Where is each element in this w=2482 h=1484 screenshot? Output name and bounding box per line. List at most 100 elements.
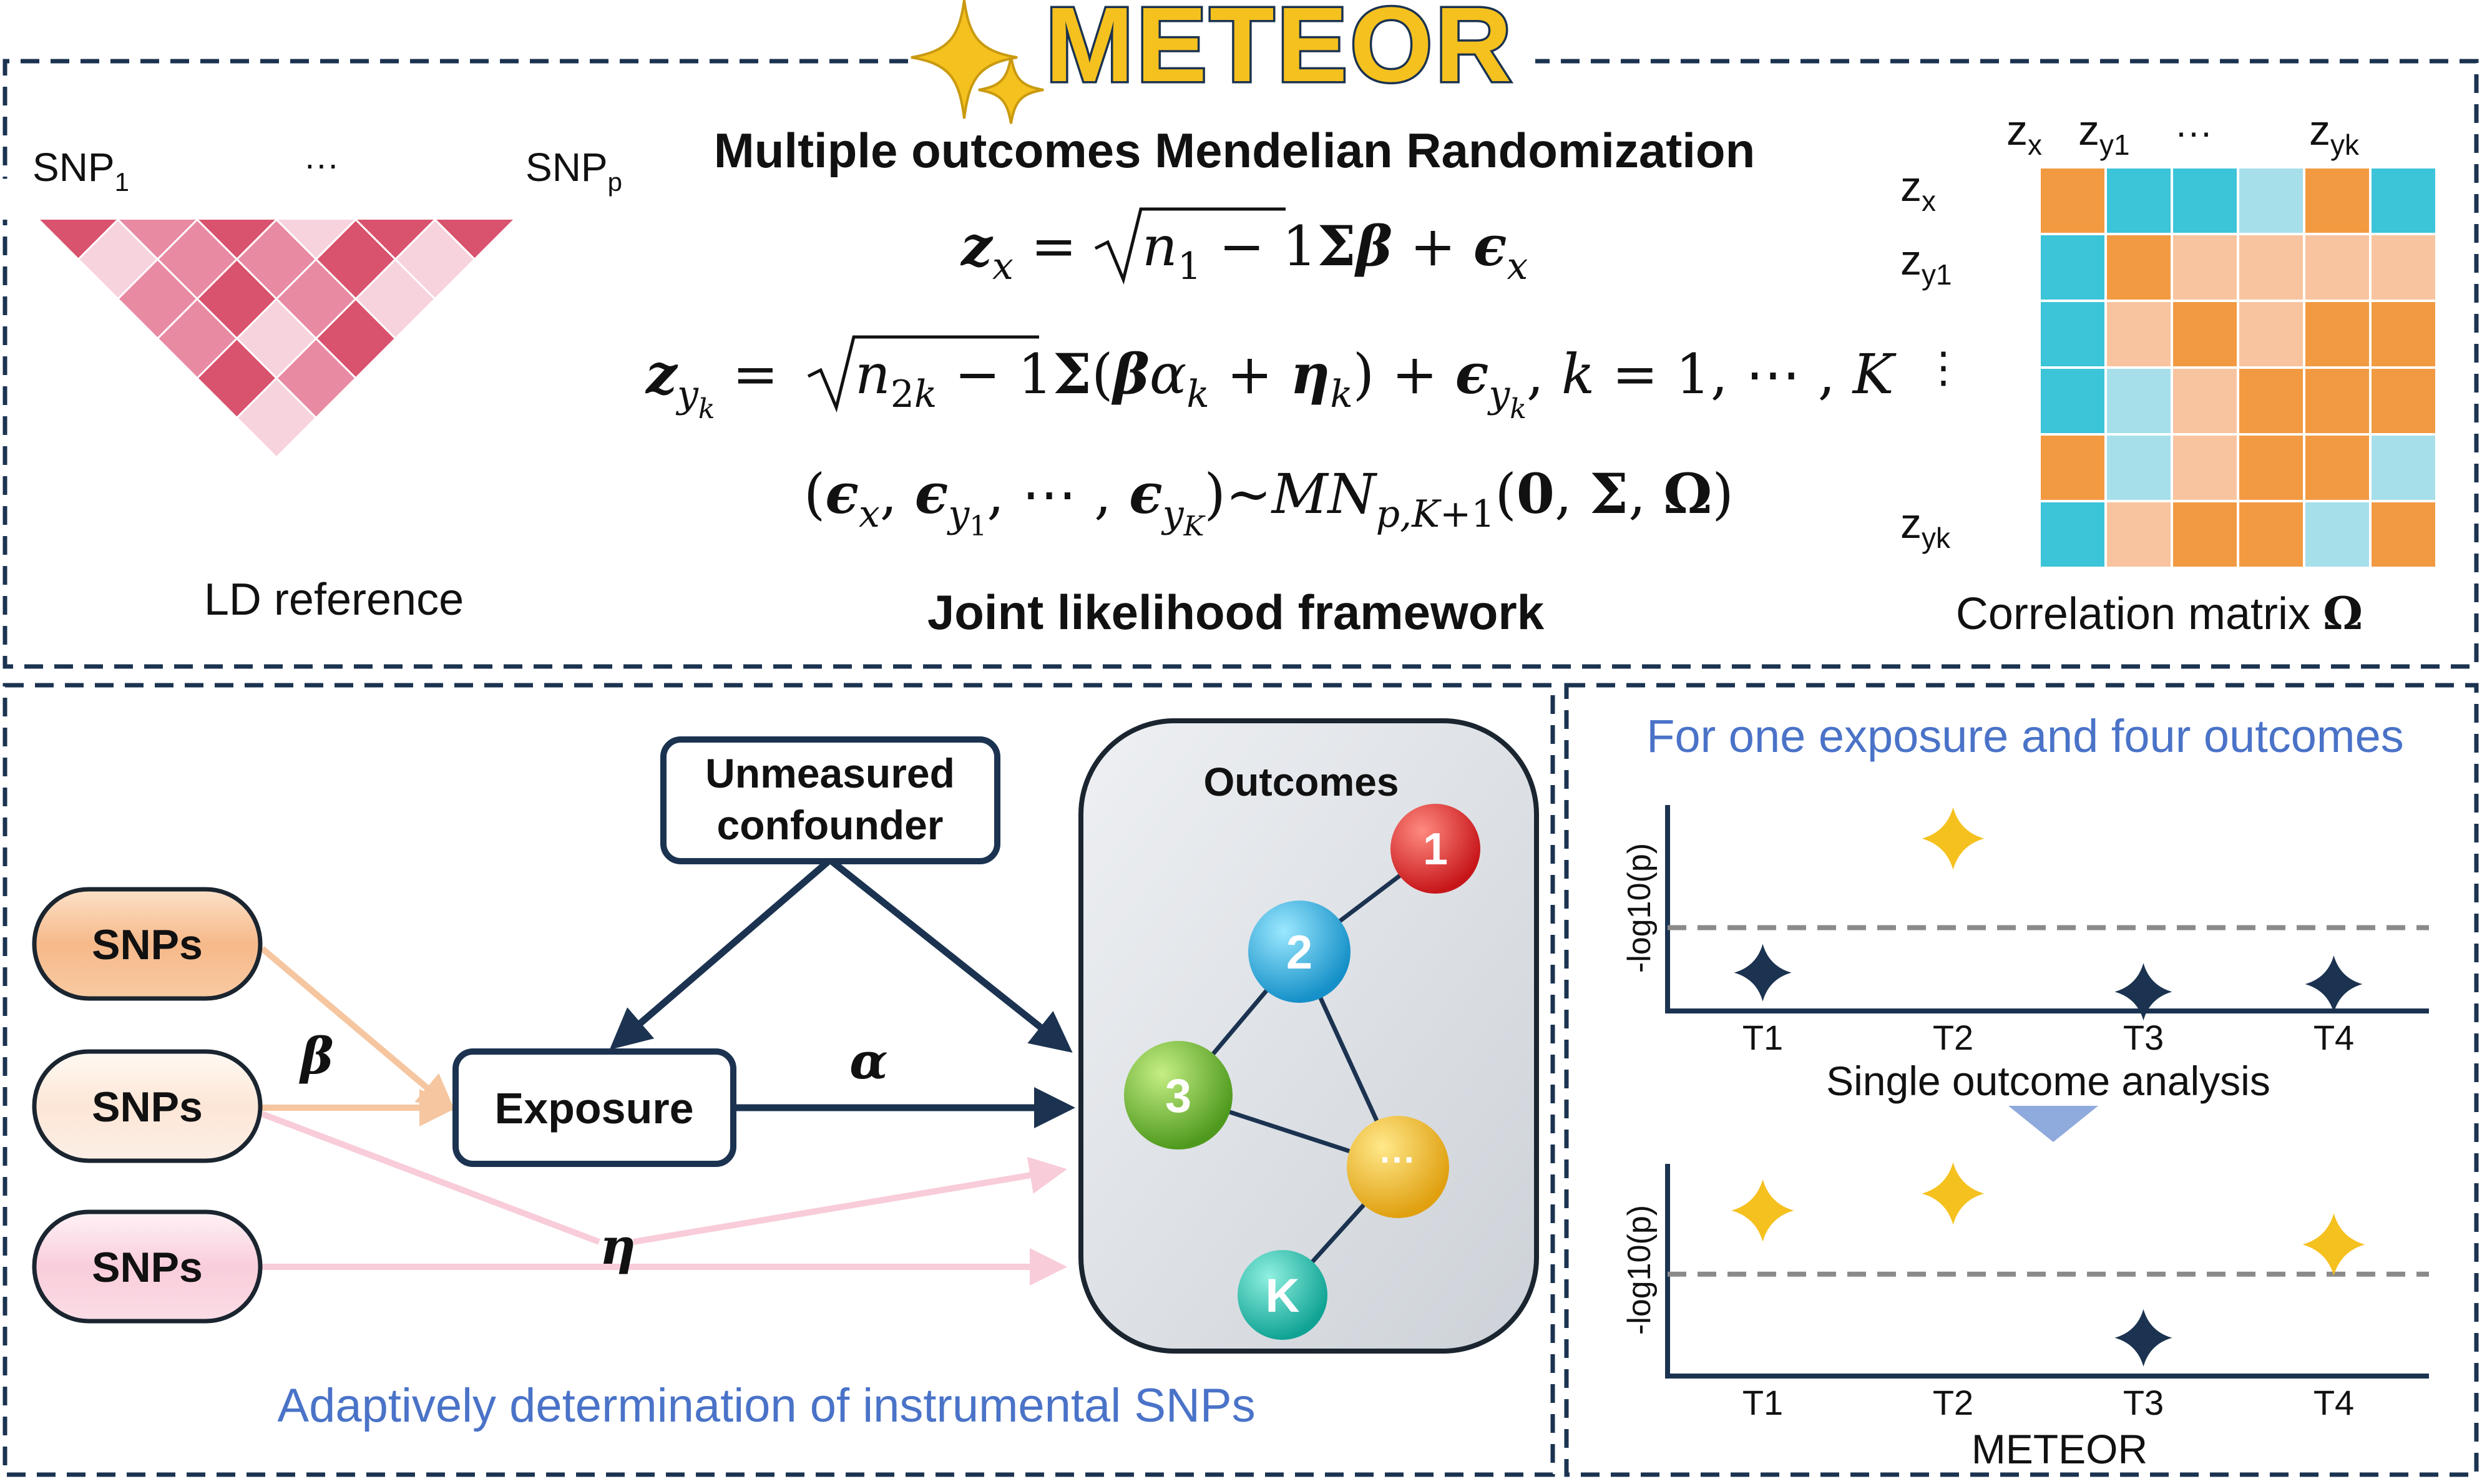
chart-x-tick-label: T3	[2123, 1018, 2164, 1057]
svg-text:(ϵx, ϵy1, ⋯ , ϵyK)∼MNp,K+1(0,: (ϵx, ϵy1, ⋯ , ϵyK)∼MNp,K+1(0, Σ, Ω)	[804, 461, 1734, 542]
correlation-cell	[2038, 366, 2107, 436]
top-panel-border	[2, 59, 2479, 669]
bottom-right-panel-border	[1564, 683, 2479, 1477]
svg-text:···: ···	[1380, 1140, 1416, 1180]
correlation-cell	[2104, 500, 2173, 569]
correlation-row-label: zy1	[1900, 237, 1952, 291]
significant-point-star	[1731, 1179, 1794, 1242]
snp-last-label: SNPp	[525, 145, 622, 197]
plots-title: For one exposure and four outcomes	[1646, 710, 2403, 762]
correlation-column-labels: zx zy1 ··· zyk	[2006, 107, 2360, 161]
correlation-cell	[2237, 233, 2305, 302]
correlation-cell	[2369, 366, 2438, 436]
equation-zy: zyk = n2k − 1Σ(βαk + ηk) + ϵyk, k = 1, ⋯…	[645, 335, 1897, 425]
svg-text:Exposure: Exposure	[495, 1084, 694, 1133]
nonsignificant-point-star	[2114, 1309, 2172, 1367]
chart-x-tick-label: T3	[2123, 1383, 2164, 1422]
correlation-cell	[2171, 233, 2239, 302]
svg-text:confounder: confounder	[717, 802, 944, 848]
transition-arrow-icon	[2008, 1106, 2098, 1142]
outcome-node-ellipsis: ···	[1347, 1116, 1449, 1218]
correlation-cell	[2369, 233, 2438, 302]
chart-x-tick-label: T4	[2313, 1383, 2354, 1422]
confounder-to-outcomes-arrow	[828, 857, 1073, 1053]
eta-arrow-2	[633, 1156, 1067, 1245]
correlation-cell	[2369, 300, 2438, 369]
chart-x-tick-label: T1	[1742, 1383, 1783, 1422]
exposure-box: Exposure	[452, 1048, 736, 1167]
snps-box-1: SNPs	[32, 887, 263, 1001]
outcomes-box: Outcomes 1 2 3 ···	[1078, 718, 1539, 1354]
single-outcome-caption: Single outcome analysis	[1826, 1058, 2270, 1104]
svg-text:SNPs: SNPs	[92, 1083, 203, 1131]
correlation-column-label: zy1	[2078, 107, 2130, 161]
beta-label: β	[298, 1027, 333, 1085]
svg-text:3: 3	[1165, 1070, 1191, 1123]
outcome-node-k: K	[1238, 1250, 1327, 1340]
correlation-cell	[2104, 366, 2173, 436]
chart-x-tick-label: T1	[1742, 1018, 1783, 1057]
correlation-cell	[2303, 233, 2372, 302]
svg-text:n1 − 1Σβ + ϵx: n1 − 1Σβ + ϵx	[1142, 213, 1528, 288]
outcome-node-1: 1	[1390, 804, 1480, 894]
equation-zx: zx = n1 − 1Σβ + ϵx	[960, 207, 1528, 288]
correlation-row-label: zyk	[1900, 500, 1951, 554]
correlation-cell	[2237, 366, 2305, 436]
alpha-label: α	[849, 1032, 888, 1090]
svg-text:zx =: zx =	[960, 213, 1077, 288]
chart-y-axis-label: -log10(p)	[1621, 843, 1658, 973]
correlation-row-label: zx	[1900, 163, 1936, 217]
correlation-cell	[2038, 300, 2107, 369]
model-section: Multiple outcomes Mendelian Randomizatio…	[645, 123, 1897, 640]
ld-reference-label: LD reference	[204, 575, 464, 625]
correlation-cell	[2038, 166, 2107, 235]
correlation-cell	[2237, 433, 2305, 502]
confounder-box: Unmeasured confounder	[660, 736, 1000, 864]
svg-text:Outcomes: Outcomes	[1204, 759, 1399, 804]
chart-axes	[1665, 1164, 2429, 1379]
correlation-row-labels: zx zy1 ⋮ zyk	[1900, 163, 1965, 554]
correlation-cell	[2038, 233, 2107, 302]
correlation-column-label: zx	[2006, 107, 2042, 161]
framework-label: Joint likelihood framework	[927, 585, 1545, 640]
correlation-cell	[2104, 233, 2173, 302]
correlation-caption: Correlation matrix Ω	[1956, 587, 2363, 640]
outcome-node-3: 3	[1124, 1041, 1233, 1150]
diagram-caption: Adaptively determination of instrumental…	[277, 1379, 1255, 1432]
svg-text:zyk =: zyk =	[645, 341, 778, 425]
correlation-cell	[2237, 166, 2305, 235]
correlation-cell	[2038, 433, 2107, 502]
correlation-heatmap	[2038, 166, 2438, 569]
svg-text:K: K	[1266, 1269, 1300, 1322]
correlation-matrix: zx zy1 ··· zyk zx zy1 ⋮ zyk Correlation matrix…	[1900, 107, 2438, 640]
correlation-cell	[2171, 366, 2239, 436]
significant-point-star	[1922, 1162, 1985, 1225]
correlation-column-label: zyk	[2309, 107, 2360, 161]
beta-arrow	[260, 946, 456, 1112]
svg-text:Unmeasured: Unmeasured	[705, 750, 955, 796]
correlation-cell	[2369, 166, 2438, 235]
correlation-row-label: ⋮	[1922, 344, 1965, 391]
chart-x-tick-label: T2	[1933, 1018, 1973, 1057]
snps-box-3: SNPs	[32, 1209, 263, 1324]
svg-text:1: 1	[1423, 824, 1448, 874]
chart-axes	[1665, 805, 2429, 1013]
correlation-cell	[2171, 433, 2239, 502]
correlation-cell	[2038, 500, 2107, 569]
correlation-cell	[2237, 300, 2305, 369]
meteor-caption: METEOR	[1971, 1426, 2147, 1472]
svg-text:n2k − 1Σ(βαk + ηk) + ϵyk, k =: n2k − 1Σ(βαk + ηk) + ϵyk, k = 1, ⋯ , K	[855, 341, 1897, 425]
figure-title: METEOR	[1045, 0, 1514, 104]
snps-box-2: SNPs	[32, 1049, 263, 1163]
model-title: Multiple outcomes Mendelian Randomizatio…	[714, 123, 1755, 178]
correlation-cell	[2303, 500, 2372, 569]
correlation-cell	[2303, 300, 2372, 369]
significant-point-star	[2302, 1213, 2365, 1276]
svg-text:SNPs: SNPs	[92, 1244, 203, 1291]
correlation-column-label: ···	[2175, 111, 2212, 153]
outcome-node-2: 2	[1248, 901, 1351, 1003]
ld-reference: SNP1 ··· SNPp LD reference	[0, 144, 624, 625]
equation-joint: (ϵx, ϵy1, ⋯ , ϵyK)∼MNp,K+1(0, Σ, Ω)	[804, 461, 1734, 542]
